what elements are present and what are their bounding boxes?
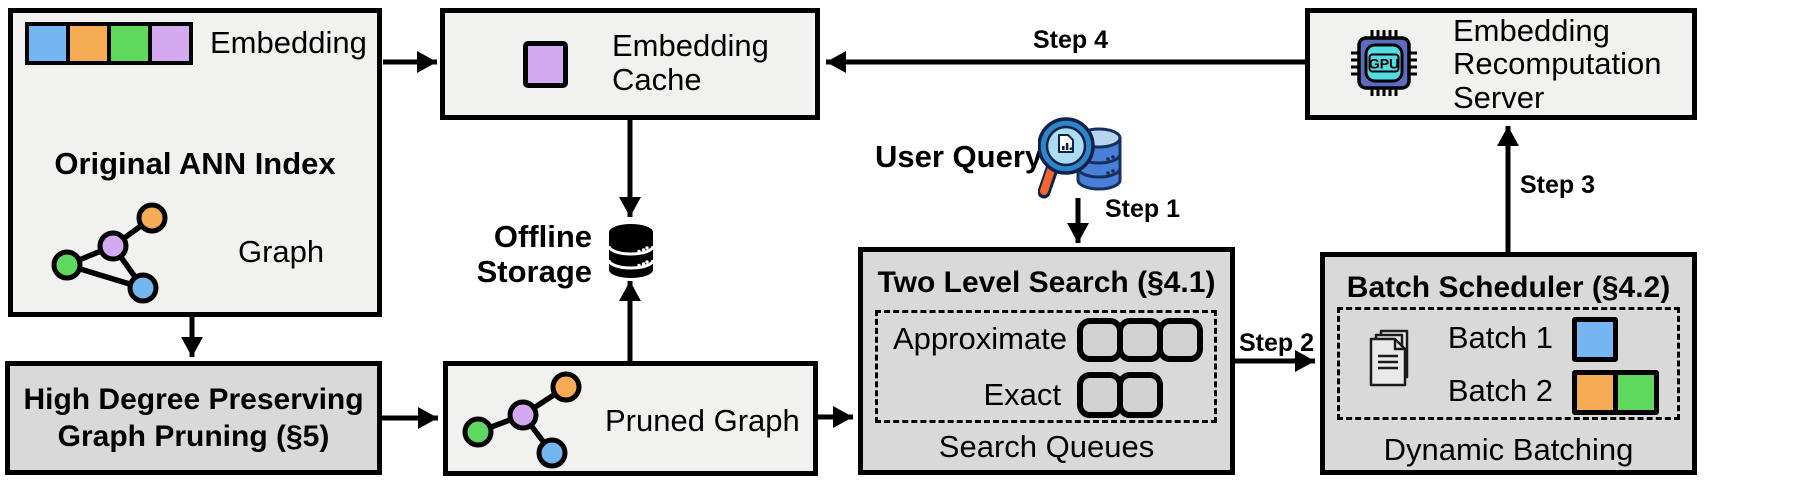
search-queues-dashed-region	[875, 310, 1217, 423]
batch1-swatches	[1572, 317, 1618, 362]
batch2-swatches	[1572, 370, 1659, 415]
documents-icon	[1369, 329, 1409, 387]
batch1-label: Batch 1	[1447, 320, 1553, 355]
offline-storage-label-line1: Offline	[493, 219, 592, 254]
step4-label: Step 4	[1033, 26, 1109, 54]
original-ann-index-box: Embedding Original ANN Index Graph	[8, 8, 382, 317]
pruned-graph-box: Pruned Graph	[443, 361, 818, 476]
queue-slot	[1157, 318, 1203, 362]
user-query-label: User Query	[875, 139, 1043, 174]
graph-pruning-label-line1: High Degree Preserving	[23, 382, 364, 416]
dynamic-batching-caption: Dynamic Batching	[1383, 432, 1634, 467]
batch2-label: Batch 2	[1447, 373, 1553, 408]
embedding-cache-label-line2: Cache	[612, 62, 702, 98]
embedding-swatch-green	[107, 22, 152, 65]
two-level-search-title: Two Level Search (§4.1)	[877, 266, 1216, 299]
batch-scheduler-title: Batch Scheduler (§4.2)	[1346, 271, 1671, 304]
user-query-icon	[1038, 117, 1122, 199]
gpu-icon: GPU	[1351, 30, 1417, 96]
embedding-swatch-blue	[25, 22, 70, 65]
offline-storage-label-line2: Storage	[476, 254, 592, 290]
embedding-cache-label-line1: Embedding	[612, 28, 769, 63]
exact-label: Exact	[983, 377, 1061, 412]
embedding-swatch-purple	[148, 22, 193, 65]
batch2-swatch-green	[1613, 370, 1659, 415]
queue-slot	[1117, 372, 1163, 418]
approximate-queue-row	[1077, 318, 1203, 362]
approximate-label: Approximate	[892, 321, 1067, 356]
batch-scheduler-box: Batch Scheduler (§4.2) Batch 1 Batch 2 D…	[1320, 252, 1697, 475]
batch2-swatch-orange	[1572, 370, 1618, 415]
graph-pruning-label-line2: Graph Pruning (§5)	[57, 420, 330, 453]
search-queues-caption: Search Queues	[938, 429, 1155, 464]
step2-label: Step 2	[1239, 329, 1315, 357]
embedding-cache-box: Embedding Cache	[440, 8, 820, 120]
graph-label: Graph	[238, 234, 325, 269]
graph-pruning-box: High Degree Preserving Graph Pruning (§5…	[5, 361, 382, 475]
embedding-label: Embedding	[210, 25, 367, 61]
pruned-graph-icon	[462, 371, 582, 469]
exact-queue-row	[1077, 372, 1163, 418]
server-label-line1: Embedding	[1453, 13, 1610, 48]
step3-label: Step 3	[1520, 171, 1596, 199]
pruned-graph-label: Pruned Graph	[605, 403, 800, 438]
ann-index-title: Original ANN Index	[54, 146, 336, 181]
cached-embedding-swatch	[523, 41, 568, 88]
server-label-line3: Server	[1453, 79, 1545, 115]
recomputation-server-box: GPU Embedding Recomputation Server	[1305, 8, 1697, 120]
batch1-swatch-blue	[1572, 317, 1618, 362]
embedding-vector: Embedding	[25, 22, 367, 65]
dynamic-batching-dashed-region	[1337, 307, 1680, 420]
server-label-line2: Recomputation	[1453, 46, 1662, 82]
two-level-search-box: Two Level Search (§4.1) Approximate Exac…	[858, 247, 1235, 475]
ann-graph-icon	[51, 202, 168, 304]
offline-storage-database-icon	[607, 224, 655, 278]
step1-label: Step 1	[1105, 195, 1181, 223]
gpu-chip-label: GPU	[1369, 56, 1399, 72]
document-glyph	[1058, 134, 1074, 153]
embedding-swatch-orange	[66, 22, 111, 65]
